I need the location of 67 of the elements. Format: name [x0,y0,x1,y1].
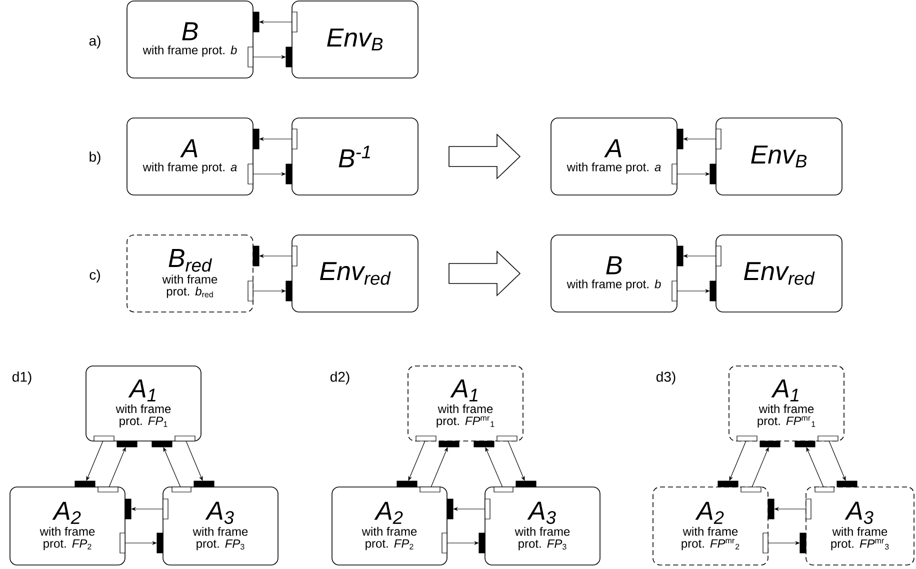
hollow-port [292,12,298,32]
panel-label: c) [90,269,100,283]
hollow-port [672,280,678,302]
component-box: Env$_{red}$ [716,234,842,312]
panel-label: a) [89,35,100,49]
hollow-port [736,436,758,442]
component-box: A with frame prot. a [550,118,678,196]
hollow-port [806,498,812,520]
hollow-port [292,128,298,150]
arrow [828,440,846,481]
hollow-port [248,280,254,302]
block-arrow [448,250,521,296]
panel-label: d1) [12,371,32,385]
hollow-port [420,486,440,492]
component-box: Env$_{B}$ [716,118,842,196]
arrow [163,447,181,488]
component-box: B with frame prot. b [126,0,254,78]
arrow [108,447,126,488]
hollow-port [416,436,436,442]
arrow [408,440,426,481]
arrow [485,447,503,488]
arrow [430,447,448,488]
hollow-port [484,498,490,520]
panel-label: b) [90,151,100,165]
hollow-port [740,486,762,492]
component-box: Env$_{B}$ [292,0,418,78]
hollow-port [98,486,118,492]
hollow-port [716,246,722,266]
hollow-port [672,164,678,184]
hollow-port [496,436,518,442]
arrow [86,440,104,481]
component-box: A$_{2}$ with frame prot. FP$_{2}$ [332,486,448,566]
hollow-port [94,436,114,442]
hollow-port [248,164,254,184]
hollow-port [292,246,298,266]
hollow-port [716,128,722,150]
arrow [729,440,746,481]
component-box: Env$_{red}$ [292,234,418,312]
hollow-port [494,486,514,492]
component-box: A with frame prot. a [126,118,254,196]
component-box: B$^{-1}$ [292,118,418,196]
hollow-port [248,46,254,68]
arrow [186,440,203,481]
hollow-port [814,486,834,492]
component-box: B with frame prot. b [550,234,678,312]
component-box: A$_{3}$ with frame prot. FP$_{3}$ [162,486,278,566]
component-box: A$_{1}$ with frame prot. FP$_{1}$ [86,366,202,442]
panel-label: d3) [656,371,676,385]
hollow-port [762,532,768,554]
hollow-port [818,436,838,442]
arrow [806,447,824,488]
hollow-port [120,532,126,554]
component-box: A$_{3}$ with frame prot. FP$_{3}$ [484,486,600,566]
component-box: A$_{2}$ with frame prot. FP$^{mr}$2 [652,486,768,566]
hollow-port [174,436,196,442]
component-box: A$_{1}$ with frame prot. FP$^{mr}$1 [408,366,524,442]
hollow-port [172,486,192,492]
block-arrow [448,134,521,180]
arrow [752,447,769,488]
hollow-port [162,498,168,520]
panel-label: d2) [330,371,350,385]
component-box: A$_{3}$ with frame prot. FP$^{mr}$3 [806,486,914,566]
arrow [508,440,525,481]
component-box: B$_{red}$ with frame prot. b$_{red}$ [126,234,254,312]
component-box: A$_{1}$ with frame prot. FP$^{mr}$1 [728,366,844,442]
hollow-port [442,532,448,554]
component-box: A$_{2}$ with frame prot. FP$_{2}$ [10,486,126,566]
